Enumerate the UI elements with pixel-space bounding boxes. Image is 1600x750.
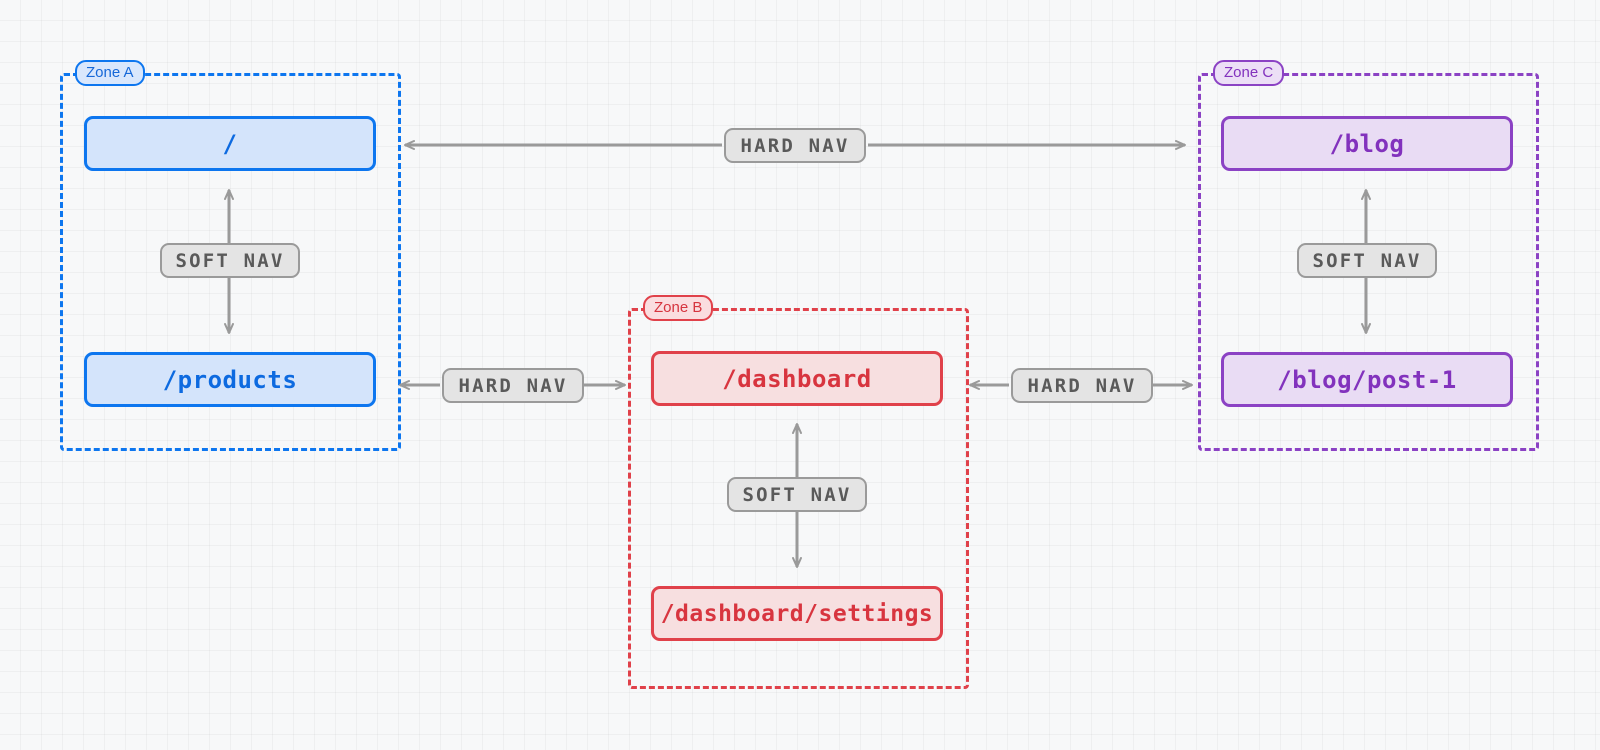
soft-nav-label-zone-b-text: SOFT NAV: [742, 483, 852, 506]
node-blog-label: /blog: [1329, 129, 1405, 158]
hard-nav-label-right-text: HARD NAV: [1027, 374, 1137, 397]
node-products[interactable]: /products: [84, 352, 376, 407]
node-dashboard-settings[interactable]: /dashboard/settings: [651, 586, 943, 641]
zone-c-label: Zone C: [1213, 60, 1285, 86]
soft-nav-label-zone-b: SOFT NAV: [727, 477, 867, 512]
hard-nav-label-left: HARD NAV: [442, 368, 584, 403]
node-root[interactable]: /: [84, 116, 376, 171]
node-products-label: /products: [162, 365, 298, 394]
hard-nav-label-top-text: HARD NAV: [740, 134, 850, 157]
hard-nav-label-left-text: HARD NAV: [458, 374, 568, 397]
node-blog-post-1[interactable]: /blog/post-1: [1221, 352, 1513, 407]
hard-nav-label-right: HARD NAV: [1011, 368, 1153, 403]
soft-nav-label-zone-a-text: SOFT NAV: [175, 249, 285, 272]
node-dashboard-settings-label: /dashboard/settings: [660, 600, 934, 627]
node-blog[interactable]: /blog: [1221, 116, 1513, 171]
zone-a-container[interactable]: Zone A: [60, 60, 401, 451]
zone-a-label: Zone A: [75, 60, 145, 86]
hard-nav-label-top: HARD NAV: [724, 128, 866, 163]
zone-c-container[interactable]: Zone C: [1198, 60, 1539, 451]
soft-nav-label-zone-c: SOFT NAV: [1297, 243, 1437, 278]
node-dashboard[interactable]: /dashboard: [651, 351, 943, 406]
soft-nav-label-zone-c-text: SOFT NAV: [1312, 249, 1422, 272]
zone-b-container[interactable]: Zone B: [628, 295, 969, 689]
node-dashboard-label: /dashboard: [722, 364, 872, 393]
node-root-label: /: [222, 129, 238, 158]
soft-nav-label-zone-a: SOFT NAV: [160, 243, 300, 278]
zone-b-label: Zone B: [643, 295, 714, 321]
node-blog-post-1-label: /blog/post-1: [1277, 365, 1457, 394]
